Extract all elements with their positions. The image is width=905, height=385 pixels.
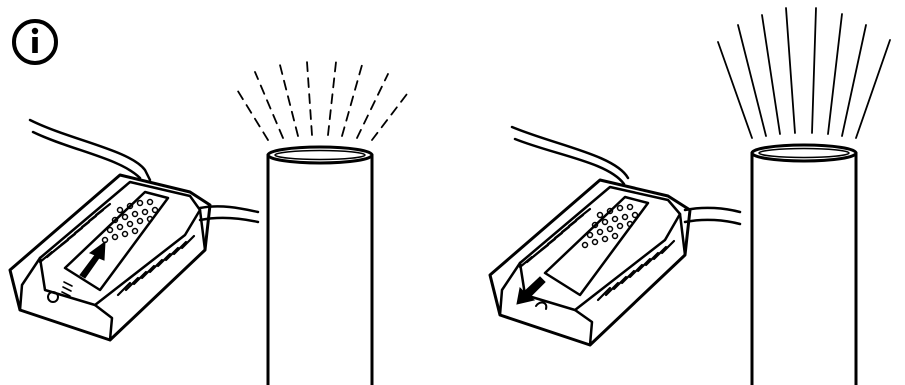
humidifier-base-icon — [8, 173, 212, 342]
mist-tube-icon — [750, 143, 858, 385]
arrow-down-left-icon — [516, 276, 546, 305]
right-panel — [488, 7, 891, 385]
info-icon — [12, 19, 58, 65]
left-panel — [8, 61, 411, 385]
mist-dashed — [235, 61, 411, 141]
arrow-up-icon — [79, 240, 106, 279]
mist-solid — [717, 7, 891, 139]
humidifier-base-icon — [488, 178, 692, 347]
mist-tube-icon — [266, 145, 374, 385]
